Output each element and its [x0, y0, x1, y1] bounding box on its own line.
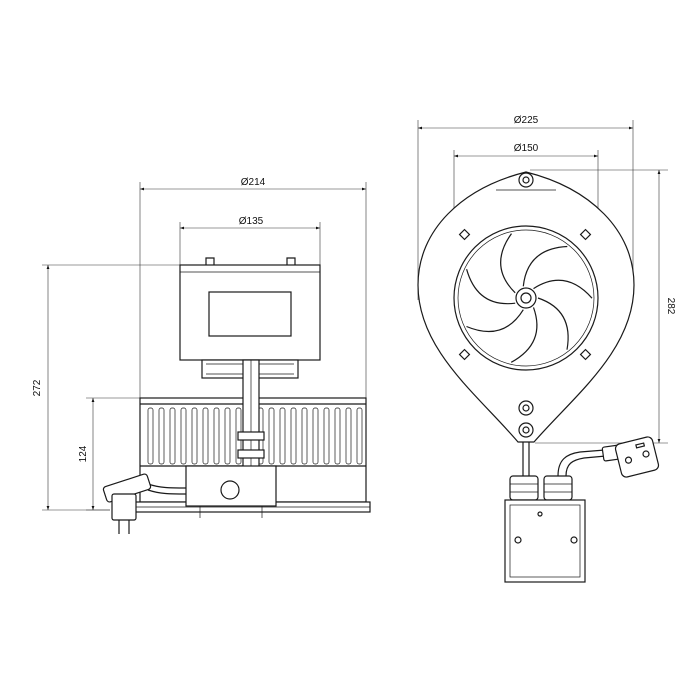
power-plug-side [102, 473, 187, 534]
cage-slat [158, 407, 165, 465]
cable-front [522, 442, 530, 478]
dim-side-overall-width: Ø214 [139, 177, 367, 405]
side-junction-box [185, 465, 277, 518]
impeller-blade [466, 269, 516, 305]
motor-housing [179, 257, 321, 361]
front-view: Ø225 Ø150 282 [417, 115, 676, 583]
cage-slat [147, 407, 154, 465]
impeller-blade [500, 233, 516, 294]
impeller-blade [537, 297, 569, 350]
dim-side-lower-height: 124 [78, 397, 140, 511]
cage-slat [169, 407, 176, 465]
dim-label-135: Ø135 [239, 216, 264, 227]
cage-slat [213, 407, 220, 465]
dim-label-272: 272 [32, 379, 43, 396]
cage-slat [180, 407, 187, 465]
junction-box-front [504, 499, 586, 583]
cage-slat [268, 407, 275, 465]
cage-slat [334, 407, 341, 465]
impeller-blade [510, 307, 538, 363]
cage-slat [356, 407, 363, 465]
impeller-blade [533, 279, 593, 299]
dim-side-motor-width: Ø135 [179, 216, 321, 265]
cage-slat [345, 407, 352, 465]
cage-slat [312, 407, 319, 465]
cage-slat [279, 407, 286, 465]
impeller-blades [466, 233, 593, 363]
dim-label-150: Ø150 [514, 143, 539, 154]
dim-label-214: Ø214 [241, 177, 266, 188]
dim-label-124: 124 [78, 445, 89, 462]
cable-glands [509, 475, 573, 501]
side-view: Ø214 Ø135 272 124 [32, 177, 371, 534]
cage-slat [191, 407, 198, 465]
lower-bolts [518, 400, 534, 438]
dim-label-282: 282 [665, 298, 676, 315]
cage-slat [290, 407, 297, 465]
dim-label-225: Ø225 [514, 115, 539, 126]
cage-slat [301, 407, 308, 465]
impeller-blade [466, 309, 524, 333]
cage-slat [224, 407, 231, 465]
impeller-blade [522, 245, 568, 287]
impeller-hub [515, 287, 537, 309]
power-plug-front [601, 436, 660, 478]
power-cable-front [557, 449, 607, 477]
cage-slat [202, 407, 209, 465]
cage-slat [323, 407, 330, 465]
